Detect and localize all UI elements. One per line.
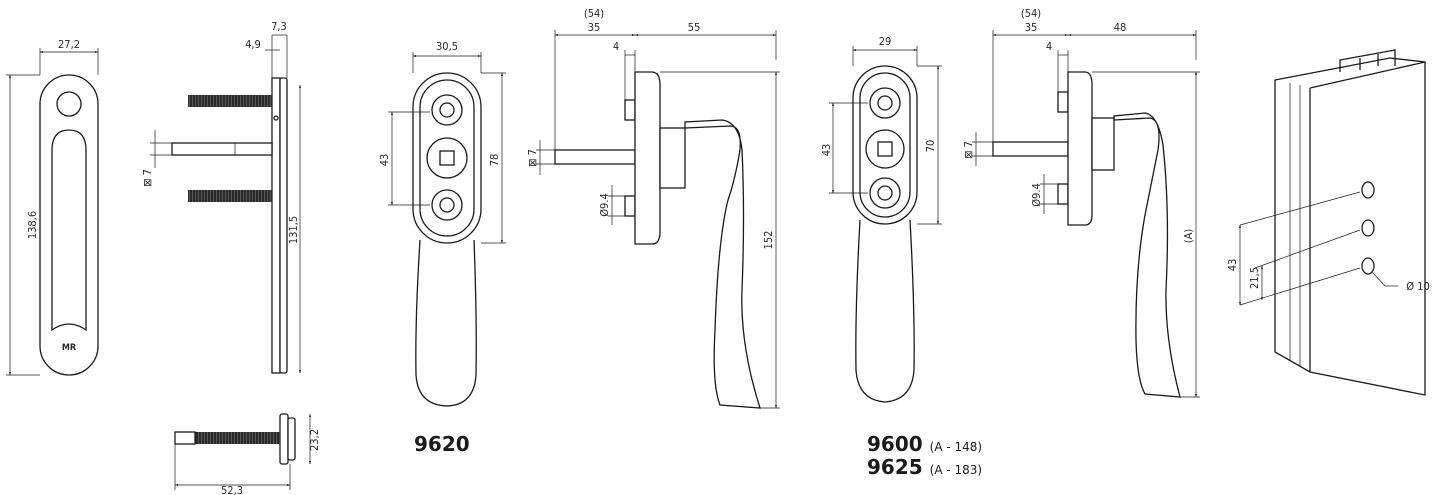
dim-52-3: 52,3 <box>221 484 243 495</box>
dim-43-a: 43 <box>378 154 391 167</box>
dim-30-5: 30,5 <box>436 40 458 53</box>
model-9600-sub: (A - 148) <box>929 440 983 454</box>
dim-55: 55 <box>688 21 701 34</box>
model-9620-label: 9620 <box>414 432 470 456</box>
lever <box>415 239 477 407</box>
dim-7-3: 7,3 <box>271 20 287 33</box>
screw-hole-bottom <box>431 189 463 221</box>
spindle <box>171 142 273 156</box>
screw-hole-bottom-b <box>869 177 901 209</box>
profile-body <box>1274 57 1426 396</box>
dim-23-2: 23,2 <box>308 429 321 451</box>
dim-78: 78 <box>488 154 501 167</box>
dim-A: (A) <box>1182 229 1195 244</box>
front-plate-view: MR 27,2 138,6 <box>6 38 99 376</box>
dim-29: 29 <box>879 35 892 48</box>
profile-chambers <box>1339 49 1396 72</box>
side-lever-b <box>1113 112 1181 398</box>
logo-text: MR <box>62 343 77 353</box>
model-9625-sub: (A - 183) <box>929 463 983 477</box>
side-rosette-b <box>1067 71 1093 226</box>
handle-9620-front: 43 30,5 78 <box>378 40 506 407</box>
dim-35-a: 35 <box>588 21 601 34</box>
dim-height: 138,6 <box>26 211 39 239</box>
plate-outline <box>39 74 99 376</box>
side-spindle <box>554 149 636 165</box>
dim-square-7-c: ⊠ 7 <box>962 141 975 159</box>
drill-hole-2 <box>1361 219 1375 237</box>
dim-43-c: 43 <box>1226 259 1239 272</box>
dim-width: 27,2 <box>58 38 80 51</box>
model-9600: 9600 (A - 148) <box>867 432 982 456</box>
handle-9620-side: (54) 35 55 4 ⊠ 7 Ø9.4 152 <box>526 7 780 409</box>
bottom-bolt <box>175 432 280 444</box>
dim-48: 48 <box>1114 21 1127 34</box>
dim-131-5: 131,5 <box>287 216 300 244</box>
plate-hole <box>56 91 82 117</box>
plate-recess <box>51 129 87 332</box>
bottom-bolt-view: 23,2 52,3 <box>174 413 321 495</box>
dim-4-a: 4 <box>613 40 619 53</box>
model-9600-label: 9600 <box>867 432 923 456</box>
lower-bolt <box>188 190 272 202</box>
lever-b <box>855 219 915 403</box>
side-rosette <box>634 71 661 245</box>
dim-21-5: 21,5 <box>1248 267 1261 289</box>
dim-4-9: 4,9 <box>245 38 261 51</box>
side-bolt-view: 7,3 4,9 ⊠ 7 131,5 <box>141 20 302 374</box>
dim-dia-10: Ø 10 <box>1406 280 1430 293</box>
drill-hole-1 <box>1361 181 1375 199</box>
handle-9600-side: (54) 35 48 4 ⊠ 7 Ø9.4 (A) <box>962 7 1200 398</box>
rosette-outline-b <box>852 65 918 225</box>
upper-bolt <box>188 95 272 107</box>
screw-hole-top-b <box>869 87 901 119</box>
dim-152: 152 <box>762 231 775 250</box>
side-spindle-b <box>992 141 1069 157</box>
dim-70: 70 <box>924 140 937 153</box>
model-9625-label: 9625 <box>867 455 923 479</box>
screw-hole-top <box>431 94 463 126</box>
model-9620: 9620 <box>414 432 470 456</box>
dim-54-a: (54) <box>584 7 604 20</box>
dim-4-b: 4 <box>1046 40 1052 53</box>
side-lever <box>684 119 761 409</box>
dim-dia-9-4-a: Ø9.4 <box>598 193 611 217</box>
rosette-outline <box>412 72 482 244</box>
dim-35-b: 35 <box>1025 21 1038 34</box>
dim-square-7-b: ⊠ 7 <box>526 149 539 167</box>
profile-view: 43 21,5 Ø 10 <box>1226 49 1430 396</box>
dim-43-b: 43 <box>820 144 833 157</box>
spindle-hub-b <box>865 129 905 169</box>
drill-hole-3 <box>1361 257 1375 275</box>
dim-square-7: ⊠ 7 <box>141 169 154 187</box>
spindle-hub <box>426 137 468 179</box>
handle-9600-front: 43 29 70 <box>820 35 942 403</box>
model-9625: 9625 (A - 183) <box>867 455 982 479</box>
dim-54-b: (54) <box>1021 7 1041 20</box>
side-plate <box>271 77 281 374</box>
dim-dia-9-4-b: Ø9.4 <box>1030 183 1043 207</box>
